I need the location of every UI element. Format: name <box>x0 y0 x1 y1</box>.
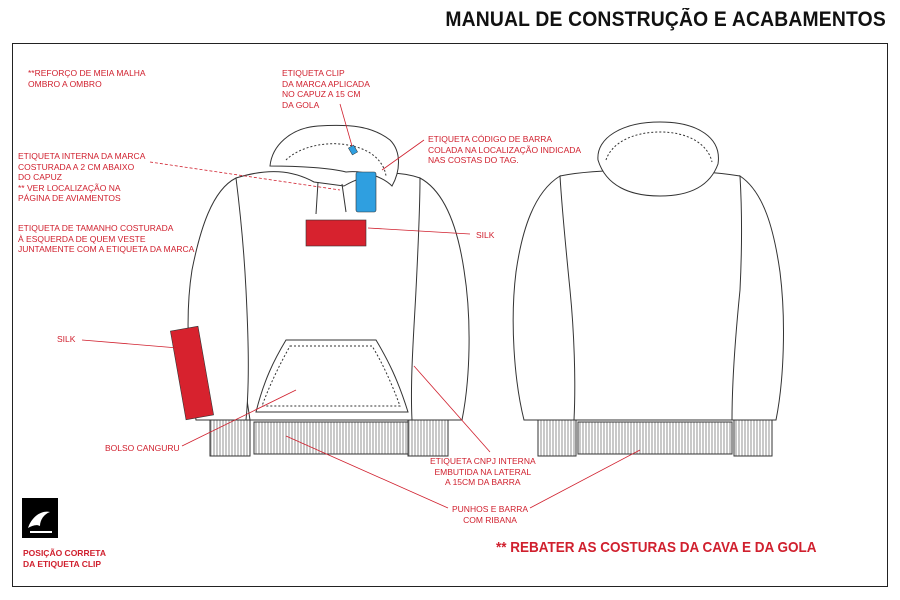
back-right-sleeve <box>731 175 784 421</box>
silk-chest-patch <box>305 219 367 247</box>
clip-tag <box>348 144 358 156</box>
back-left-sleeve <box>512 175 576 421</box>
annotation-bolso-canguru: BOLSO CANGURU <box>105 443 180 453</box>
annotation-reforco: **REFORÇO DE MEIA MALHA OMBRO A OMBRO <box>28 68 146 89</box>
page-title: MANUAL DE CONSTRUÇÃO E ACABAMENTOS <box>445 8 886 31</box>
front-hood <box>269 124 399 187</box>
front-left-cuff <box>209 419 251 457</box>
annotation-silk-sleeve: SILK <box>57 334 76 344</box>
front-right-sleeve <box>410 177 470 421</box>
front-kangaroo-pocket <box>255 339 409 413</box>
back-body <box>556 169 761 421</box>
annotation-etiqueta-clip: ETIQUETA CLIP DA MARCA APLICADA NO CAPUZ… <box>282 68 370 110</box>
front-right-cuff <box>407 419 449 457</box>
wave-logo-icon <box>28 511 52 533</box>
annotation-etiqueta-tamanho: ETIQUETA DE TAMANHO COSTURADA À ESQUERDA… <box>18 223 195 254</box>
annotation-cnpj: ETIQUETA CNPJ INTERNA EMBUTIDA NA LATERA… <box>430 456 536 487</box>
annotation-silk-chest: SILK <box>476 230 495 240</box>
footer-note: ** REBATER AS COSTURAS DA CAVA E DA GOLA <box>496 539 817 556</box>
leader-lines <box>81 103 641 509</box>
back-hood <box>597 121 719 197</box>
drawing-frame <box>12 43 888 587</box>
brand-logo <box>22 498 58 538</box>
clip-position-note: POSIÇÃO CORRETA DA ETIQUETA CLIP <box>23 548 106 569</box>
hoodie-front <box>187 124 470 457</box>
back-left-cuff <box>537 419 577 457</box>
annotation-punhos: PUNHOS E BARRA COM RIBANA <box>452 504 529 525</box>
front-hem-rib <box>253 421 411 455</box>
barcode-tag <box>355 171 377 213</box>
back-hem-rib <box>577 421 733 455</box>
annotation-codigo-barra: ETIQUETA CÓDIGO DE BARRA COLADA NA LOCAL… <box>428 134 582 165</box>
annotation-etiqueta-interna: ETIQUETA INTERNA DA MARCA COSTURADA A 2 … <box>18 151 146 203</box>
silk-sleeve-patch <box>170 325 214 421</box>
back-right-cuff <box>733 419 773 457</box>
hoodie-back <box>512 121 784 457</box>
